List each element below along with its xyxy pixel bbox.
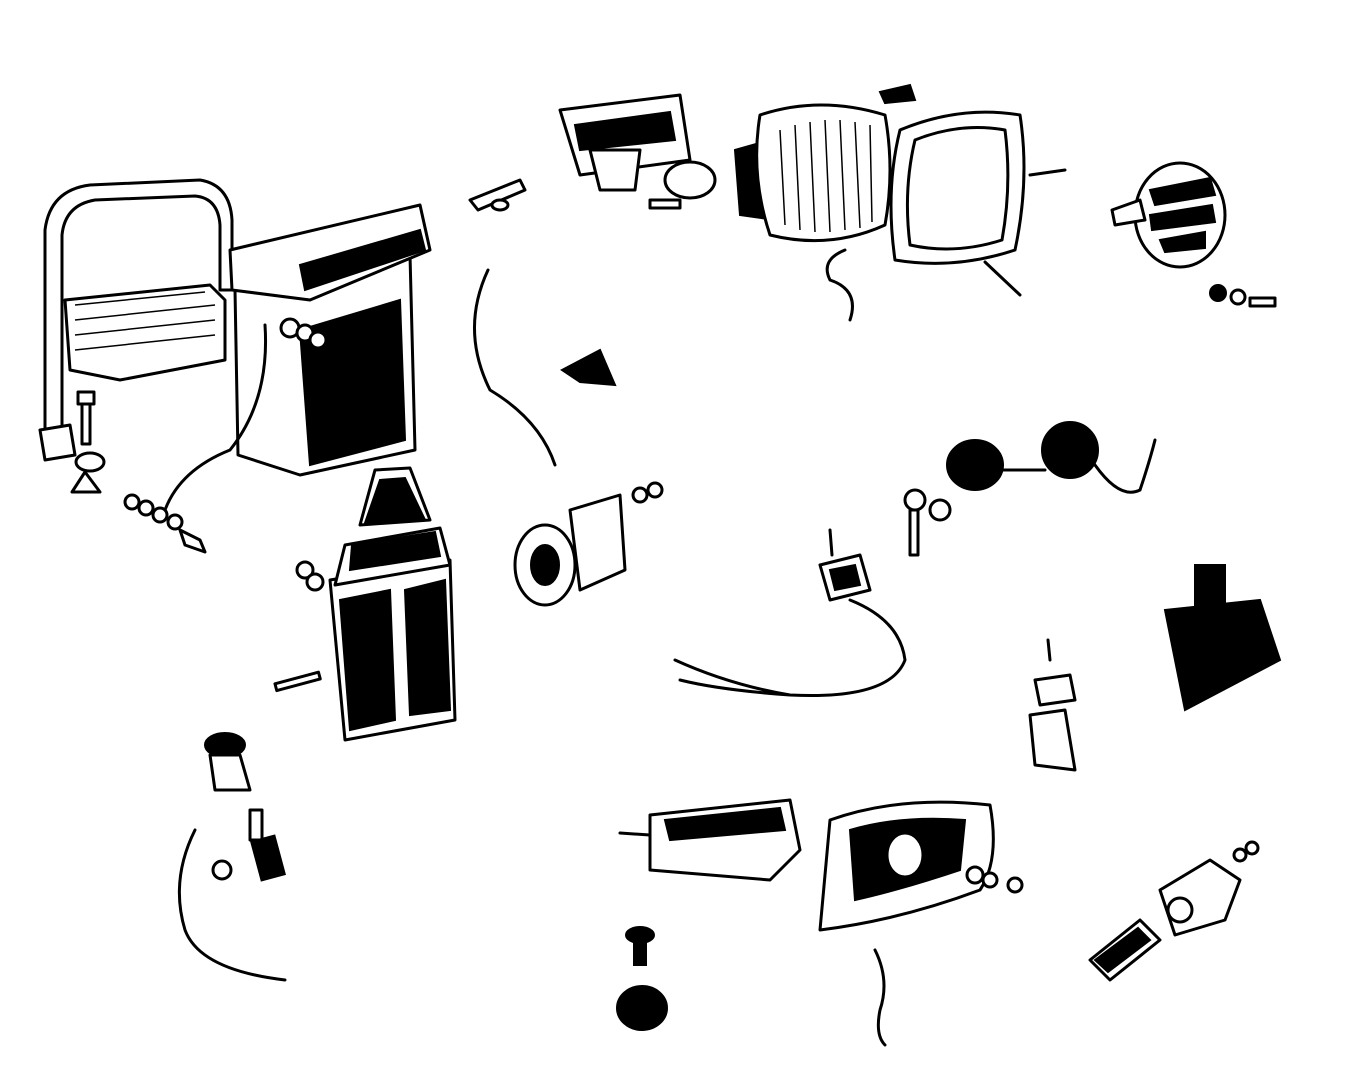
spark-plug — [248, 808, 286, 882]
carrier-bolt — [76, 390, 96, 446]
rim-screw-bottom — [983, 260, 1022, 297]
battery-earth-lead — [123, 323, 268, 554]
ht-lead — [177, 828, 287, 982]
toolbox — [328, 526, 457, 742]
battery-terminal-nuts — [279, 317, 328, 350]
dip-switch-wires — [673, 598, 907, 698]
headlamp-bulb — [648, 160, 717, 210]
dip-switch — [818, 528, 872, 602]
ignition-coil — [1163, 564, 1282, 712]
rubber-plug — [616, 985, 668, 1031]
rubber-boot — [358, 466, 432, 527]
regulator-mount — [1028, 638, 1077, 772]
toolbox-pin — [273, 670, 322, 693]
headlamp — [733, 103, 892, 243]
wing-nut — [70, 451, 106, 494]
ignition-keys — [903, 488, 952, 557]
horn — [1110, 161, 1227, 269]
battery — [228, 203, 432, 477]
mounting-bracket — [560, 348, 617, 387]
battery-carrier — [38, 178, 234, 462]
warning-lights-harness — [946, 421, 1157, 494]
headlamp-lead — [825, 248, 854, 322]
tail-lamp — [818, 800, 1024, 932]
spark-plug-cap — [204, 732, 252, 792]
switch-block — [558, 93, 692, 192]
toolbox-washers — [295, 560, 325, 592]
rim-screw-top — [1028, 168, 1067, 177]
ignition-switch — [513, 481, 664, 607]
cable-clip — [468, 178, 527, 212]
grommet — [211, 859, 233, 881]
horn-nuts — [1209, 284, 1277, 308]
battery-positive-lead — [473, 268, 557, 467]
headlamp-clip — [878, 83, 917, 105]
stop-light-switch — [1158, 840, 1260, 937]
rubber-boot-stop-switch — [1088, 918, 1162, 982]
tail-lamp-lead — [873, 948, 887, 1047]
number-plate-lamp — [618, 798, 802, 882]
grommet-cap — [625, 926, 655, 966]
headlamp-rim — [889, 110, 1026, 265]
